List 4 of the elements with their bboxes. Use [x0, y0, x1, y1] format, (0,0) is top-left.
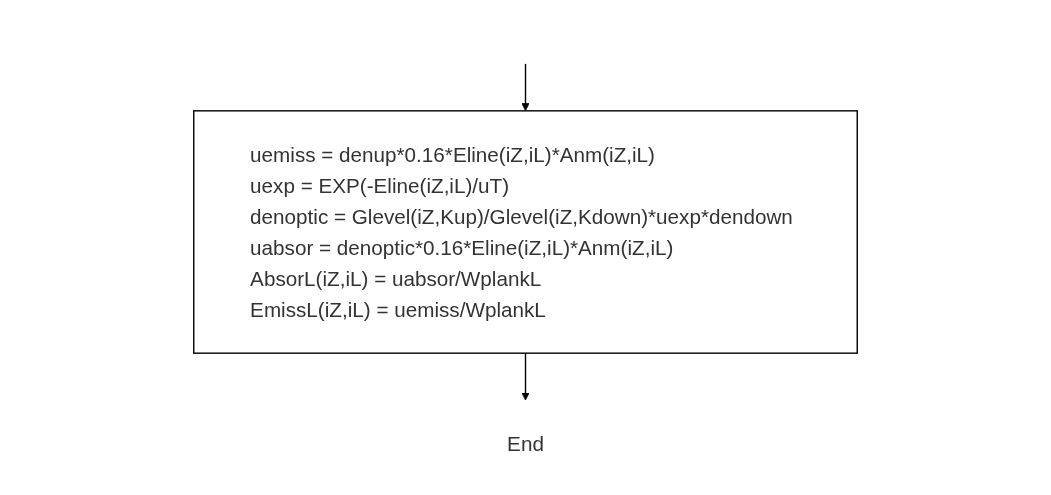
node-text: End — [507, 432, 544, 456]
arrow — [521, 63, 530, 112]
node-box: uemiss = denup*0.16*Eline(iZ,iL)*Anm(iZ,iL) uexp = EXP(-Eline(iZ,iL)/uT) denoptic = Glevel(iZ,Kup)/Glevel(iZ,Kdown)*uexp*dendown uabsor = denoptic*0.16*Eline(iZ,iL)*Anm(iZ,iL) AbsorL(iZ,iL) = uabsor/WplankL EmissL(iZ,iL) = uemiss/WplankL — [193, 110, 858, 354]
arrow — [521, 352, 530, 401]
